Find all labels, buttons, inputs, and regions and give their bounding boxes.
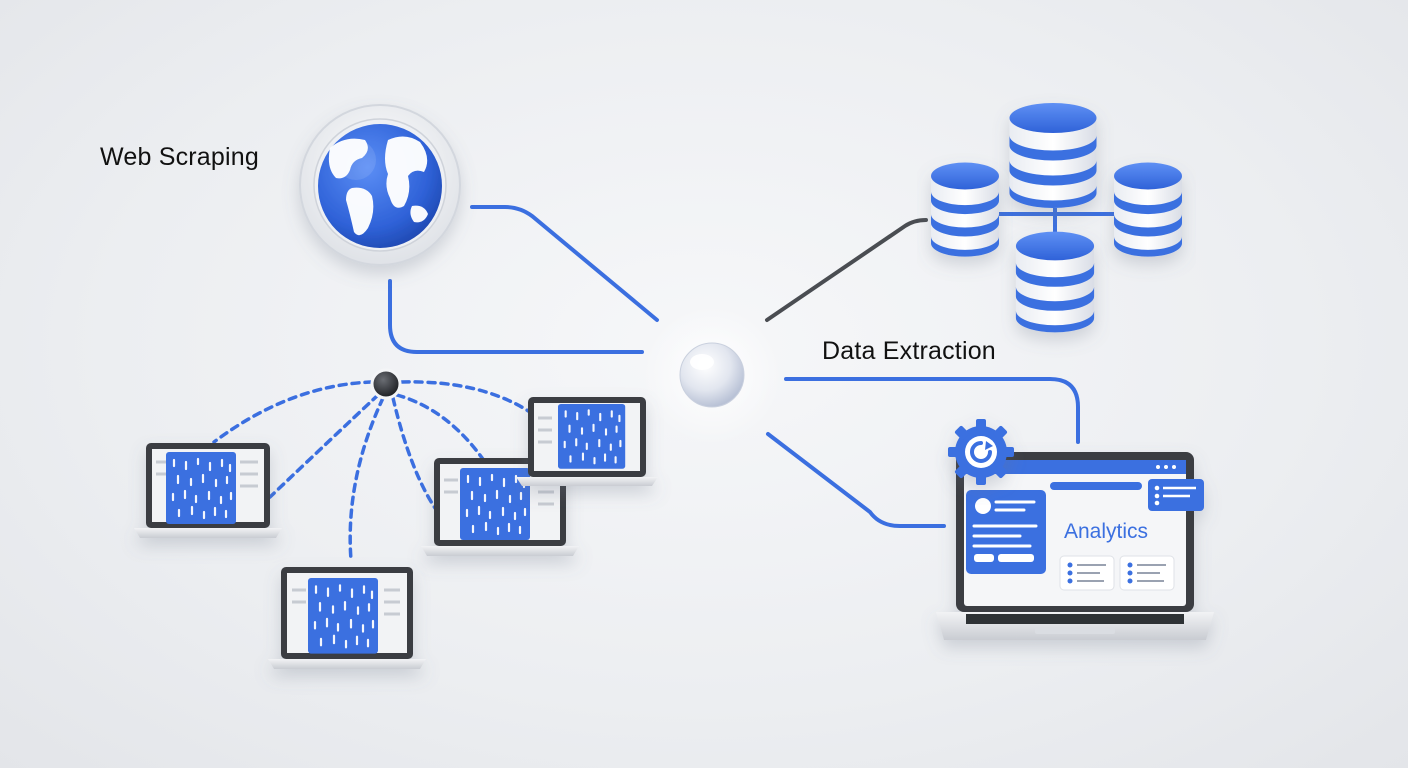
database-cluster — [931, 103, 1182, 333]
connector-hub-database — [765, 218, 928, 322]
connector-hub-analytics — [784, 377, 1080, 444]
label-data-extraction: Data Extraction — [822, 337, 996, 365]
database-icon-bottom — [1015, 231, 1095, 333]
hub-node — [642, 305, 782, 445]
connector-hub-laptop — [766, 432, 946, 528]
connector-globe-hub — [470, 205, 659, 322]
gear-refresh-icon — [948, 419, 1014, 485]
analytics-title: Analytics — [1064, 520, 1148, 543]
analytics-laptop: Analytics — [936, 452, 1214, 640]
laptop-icon-top — [516, 397, 658, 486]
database-icon-right — [1114, 162, 1182, 257]
database-icon-left — [931, 162, 999, 257]
laptop-icon-left — [134, 443, 282, 538]
connector-lines — [388, 205, 1080, 528]
dashed-network — [212, 380, 532, 562]
database-icon-top — [1009, 103, 1097, 208]
label-web-scraping: Web Scraping — [100, 143, 259, 171]
globe-icon — [299, 104, 461, 266]
network-node — [370, 368, 402, 400]
laptop-icon-bottom — [268, 567, 426, 669]
connector-globe-down — [388, 279, 644, 354]
